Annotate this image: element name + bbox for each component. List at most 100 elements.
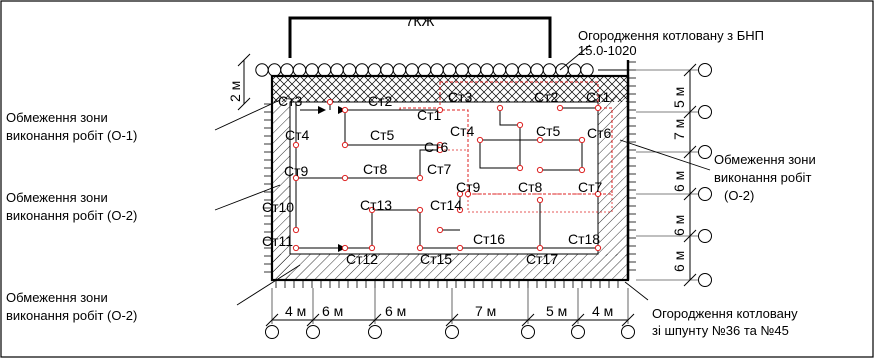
bored-pile <box>317 63 332 77</box>
station-r-st2: Ст2 <box>534 89 559 105</box>
inner-zone-outline <box>289 101 599 255</box>
left-sheet-ticks <box>264 103 272 273</box>
strut-node <box>368 206 376 214</box>
dim-right-2: 7 м <box>671 119 687 140</box>
strut-node <box>536 166 544 174</box>
axis-bubble <box>265 325 279 339</box>
zone-o2-bottom-line1: Обмеження зони <box>6 290 108 305</box>
bored-pile <box>305 63 319 77</box>
axis-bubble <box>621 325 635 339</box>
bored-pile <box>455 63 469 77</box>
station-st5: Ст5 <box>370 127 395 143</box>
station-r-st1: Ст1 <box>586 89 611 105</box>
station-r-st7: Ст7 <box>578 179 603 195</box>
bottom-dimensions: 4 м 6 м 6 м 7 м 5 м 4 м <box>265 288 635 327</box>
strut-node <box>476 136 484 144</box>
station-r-st8: Ст8 <box>518 179 543 195</box>
right-hatch-zone <box>598 96 628 256</box>
station-st3: Ст3 <box>278 93 303 109</box>
bored-pile <box>367 63 382 77</box>
building-label: 7КЖ <box>406 13 435 29</box>
bored-pile <box>355 63 369 77</box>
leader-lines <box>214 44 711 306</box>
axis-bubble <box>698 273 712 287</box>
axis-bubble <box>306 325 320 339</box>
strut-node <box>416 206 424 214</box>
strut-nodes <box>292 98 602 252</box>
station-st8: Ст8 <box>363 161 388 177</box>
station-labels: Ст1 Ст2 Ст3 Ст4 Ст5 Ст6 Ст7 Ст8 Ст9 Ст10… <box>262 89 612 267</box>
strut-node <box>341 141 349 149</box>
strut-node <box>341 244 349 252</box>
strut-node <box>578 136 586 144</box>
dim-right-4: 6 м <box>671 215 687 236</box>
dim-bottom-2: 6 м <box>322 303 343 319</box>
bored-pile <box>280 63 294 77</box>
fence-sheet-line2: зі шпунту №36 та №45 <box>652 323 789 338</box>
station-st10: Ст10 <box>262 199 294 215</box>
station-r-st3: Ст3 <box>448 89 473 105</box>
bored-pile <box>442 63 457 77</box>
strut-node <box>536 136 544 144</box>
strut-node <box>578 166 586 174</box>
strut-node <box>368 244 376 252</box>
station-r-st5: Ст5 <box>536 123 561 139</box>
dim-bottom-1: 4 м <box>285 303 306 319</box>
strut-node <box>292 141 300 149</box>
station-st13: Ст13 <box>360 197 392 213</box>
strut-node <box>292 174 300 182</box>
station-st15: Ст15 <box>420 251 452 267</box>
dim-right-3: 6 м <box>671 171 687 192</box>
zone-o2-right-line1: Обмеження зони <box>714 152 816 167</box>
bored-pile <box>517 63 532 77</box>
bored-pile <box>392 63 407 77</box>
strut-node <box>496 104 504 112</box>
strut-node <box>516 164 524 172</box>
axis-bubble <box>521 325 535 339</box>
dim-left-2m: 2 м <box>227 81 243 102</box>
station-st14: Ст14 <box>430 197 462 213</box>
station-st17: Ст17 <box>526 251 558 267</box>
fence-bnp-line1: Огородження котловану з БНП <box>578 28 764 43</box>
axis-bubble <box>368 325 382 339</box>
right-sheet-ticks <box>628 61 636 271</box>
bored-pile <box>430 63 444 77</box>
station-r-st6: Ст6 <box>587 125 612 141</box>
bored-pile <box>292 63 307 77</box>
bored-pile <box>255 63 269 77</box>
bored-pile <box>492 63 507 77</box>
station-st18: Ст18 <box>568 231 600 247</box>
grid-axis-markers <box>265 63 712 339</box>
strut-node <box>536 196 544 204</box>
station-st16: Ст16 <box>473 231 505 247</box>
strut-node <box>456 244 464 252</box>
bored-pile <box>567 63 582 77</box>
zone-o2-right-line2: виконання робіт <box>714 170 811 185</box>
axis-bubble <box>698 229 712 243</box>
axis-bubble <box>698 105 712 119</box>
bored-pile <box>267 63 282 77</box>
strut-node <box>326 98 334 106</box>
axis-bubble <box>445 325 459 339</box>
strut-node <box>436 146 444 154</box>
station-st1: Ст1 <box>417 107 442 123</box>
zone-o1-line2: виконання робіт (О-1) <box>6 128 137 143</box>
strut-node <box>464 190 472 198</box>
strut-node <box>436 106 444 114</box>
station-st9: Ст9 <box>284 163 309 179</box>
station-st4: Ст4 <box>285 127 310 143</box>
station-r-st9: Ст9 <box>456 179 481 195</box>
fence-bnp-line2: 15.0-1020 <box>578 43 637 58</box>
bored-pile <box>530 63 544 77</box>
strut-node <box>436 226 444 234</box>
strut-node <box>536 244 544 252</box>
dim-right-1: 5 м <box>671 87 687 108</box>
strut-node <box>341 106 349 114</box>
bored-pile <box>342 63 357 77</box>
strut-node <box>594 104 602 112</box>
building-outline <box>288 16 552 58</box>
bored-pile <box>480 63 494 77</box>
station-st7: Ст7 <box>427 161 452 177</box>
